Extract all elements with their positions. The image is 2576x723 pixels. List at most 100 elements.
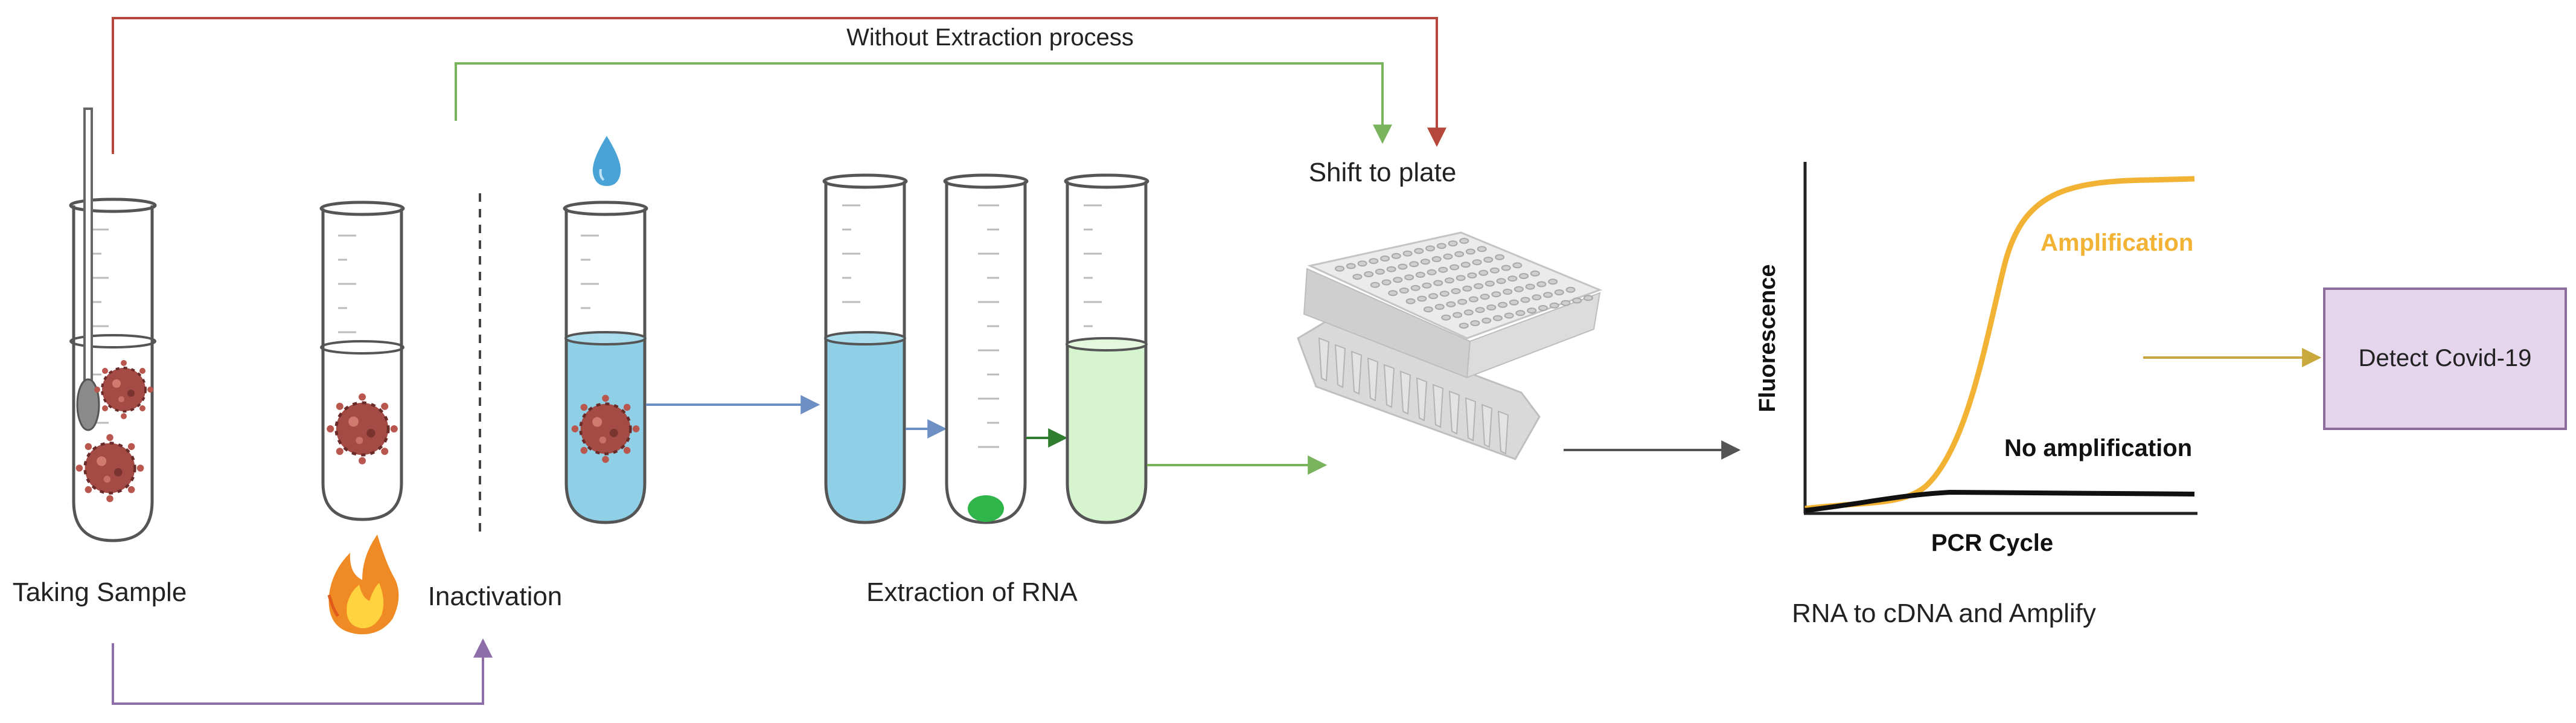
- plate-well: [1509, 299, 1519, 306]
- extraction-tube-3: [1064, 173, 1149, 524]
- plate-well: [1496, 278, 1506, 284]
- plate-well: [1439, 291, 1449, 297]
- extraction-tube-1: [822, 173, 908, 524]
- plate-well: [1398, 263, 1408, 270]
- plate-well: [1492, 315, 1503, 321]
- plate-well: [1527, 307, 1537, 314]
- plate-well: [1415, 272, 1425, 278]
- plate-well: [1404, 274, 1414, 281]
- plate-well: [1504, 312, 1514, 319]
- plate-well: [1391, 252, 1401, 259]
- plate-well: [1423, 306, 1433, 313]
- plate-tooth: [1448, 390, 1460, 435]
- rna-to-cdna-label: RNA to cDNA and Amplify: [1792, 599, 2096, 628]
- plate-well: [1554, 289, 1564, 295]
- plate-well: [1536, 281, 1547, 288]
- shift-to-plate-label: Shift to plate: [1309, 158, 1457, 187]
- plate-well: [1457, 298, 1468, 305]
- plate-well: [1438, 266, 1448, 273]
- virus-icon: [93, 359, 155, 420]
- plate-well: [1409, 261, 1419, 268]
- plate-well: [1515, 310, 1526, 317]
- plate-well: [1572, 297, 1582, 304]
- plate-well: [1472, 259, 1482, 266]
- plate-well: [1548, 278, 1558, 285]
- plate-well: [1388, 290, 1398, 297]
- plate-well: [1417, 295, 1427, 302]
- virus-icon: [76, 434, 144, 503]
- plate-well: [1561, 300, 1571, 306]
- plate-tooth: [1367, 357, 1379, 402]
- plate-well: [1454, 251, 1465, 257]
- plate-well: [1474, 283, 1484, 289]
- plate-tooth: [1334, 344, 1346, 388]
- extraction-of-rna-label: Extraction of RNA: [866, 577, 1078, 607]
- flame-icon: [327, 535, 399, 635]
- plate-tooth: [1432, 384, 1444, 428]
- plate-well: [1410, 284, 1421, 291]
- no-amplification-label: No amplification: [2004, 435, 2192, 461]
- plate-tooth: [1383, 364, 1395, 408]
- amplification-label: Amplification: [2041, 230, 2193, 256]
- plate-well: [1543, 292, 1553, 298]
- green-bypass-arrow: [455, 62, 1392, 144]
- extraction-tube-2: [943, 173, 1029, 524]
- plate-well: [1468, 296, 1478, 303]
- chart-ylabel: Fluorescence: [1755, 265, 1780, 413]
- plate-well: [1498, 301, 1508, 308]
- detect-covid-box: [2323, 288, 2567, 430]
- plate-well: [1480, 294, 1490, 300]
- plate-well: [1538, 305, 1548, 311]
- plate-well: [1459, 237, 1469, 244]
- plate-tooth: [1497, 410, 1509, 455]
- plate-well: [1525, 283, 1535, 290]
- without-extraction-label: Without Extraction process: [846, 24, 1134, 51]
- virus-icon: [572, 395, 640, 463]
- plate-well: [1427, 269, 1437, 275]
- plate-well: [1364, 271, 1374, 277]
- plate-well: [1519, 273, 1529, 279]
- plate-well: [1380, 255, 1390, 262]
- plate-well: [1405, 298, 1416, 304]
- plate-well: [1495, 254, 1505, 260]
- plate-well: [1428, 293, 1439, 300]
- plate-well: [1420, 259, 1430, 265]
- red-bypass-arrow: [112, 17, 1446, 154]
- plate-well: [1513, 286, 1524, 292]
- plate-well: [1481, 317, 1492, 324]
- detect-covid-label: Detect Covid-19: [2359, 345, 2532, 371]
- pcr-plate-icon: [1297, 231, 1603, 460]
- plate-well: [1434, 304, 1445, 310]
- plate-well: [1441, 314, 1451, 321]
- pcr-chart: Amplification No amplification Fluoresce…: [1755, 162, 2197, 556]
- plate-well: [1483, 257, 1494, 263]
- plate-tooth: [1350, 350, 1363, 395]
- plate-well: [1520, 297, 1530, 303]
- plate-well: [1503, 289, 1513, 295]
- plate-well: [1352, 274, 1363, 280]
- inactivation-label: Inactivation: [428, 582, 563, 611]
- plate-well: [1381, 279, 1392, 286]
- plate-well: [1357, 260, 1367, 267]
- plate-well: [1443, 253, 1453, 260]
- plate-well: [1485, 280, 1495, 287]
- plate-well: [1507, 275, 1518, 282]
- plate-well: [1370, 281, 1380, 288]
- plate-well: [1335, 265, 1345, 272]
- plate-well: [1470, 320, 1480, 326]
- plate-tooth: [1399, 370, 1411, 415]
- chart-xlabel: PCR Cycle: [1931, 530, 2053, 556]
- plate-well: [1477, 246, 1487, 252]
- plate-well: [1456, 275, 1466, 281]
- plate-well: [1369, 258, 1379, 265]
- lysis-tube: [563, 201, 648, 524]
- plate-well: [1451, 288, 1461, 294]
- plate-well: [1565, 286, 1576, 293]
- plate-well: [1530, 270, 1540, 277]
- plate-well: [1453, 312, 1463, 318]
- plate-well: [1346, 263, 1356, 269]
- plate-well: [1467, 272, 1477, 278]
- plate-well: [1414, 248, 1424, 254]
- plate-well: [1422, 282, 1432, 289]
- inactivation-tube: [319, 201, 405, 521]
